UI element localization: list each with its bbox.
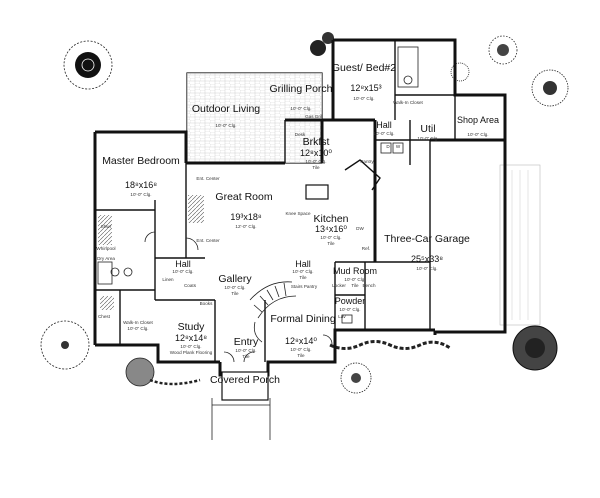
guest-bed-dims: 12⁸x15³ — [350, 83, 381, 93]
entry-label: Entry — [234, 336, 259, 348]
washer-label: W — [396, 144, 401, 149]
entry-floor: Tile — [242, 354, 250, 359]
mud-room-floor: Tile — [351, 283, 359, 288]
tree-icon — [488, 35, 518, 65]
formal-dining-dims: 12⁸x14⁰ — [285, 336, 317, 346]
bench-label: Bench — [362, 283, 375, 288]
kitchen-island — [305, 184, 329, 200]
interior-walls — [95, 40, 456, 362]
outdoor-living-ceiling: 10'-0" Clg. — [215, 123, 236, 128]
hall-left-label: Hall — [175, 259, 191, 269]
tree-icon — [531, 69, 569, 107]
master-bedroom-label: Master Bedroom — [102, 155, 180, 167]
gallery-floor: Tile — [231, 291, 239, 296]
covered-porch-label: Covered Porch — [210, 374, 280, 386]
hall-mid-ceiling: 10'-0" Clg. — [292, 269, 313, 274]
coats-label: Coats — [184, 283, 197, 288]
books-label: Books — [200, 301, 213, 306]
staircase — [249, 281, 297, 343]
formal-dining-label: Formal Dining — [270, 313, 336, 325]
tree-icon — [40, 320, 90, 370]
desk-label: Desk — [295, 132, 306, 137]
tree-icon — [63, 40, 113, 90]
great-room-label: Great Room — [215, 191, 272, 203]
master-closet-ceiling: 10'-0" Clg. — [127, 326, 148, 331]
shower-label: Shwr — [101, 224, 112, 229]
grilling-porch-ceiling: 10'-0" Clg. — [290, 106, 311, 111]
stairs-pantry-label: Stairs Pantry — [291, 284, 318, 289]
guest-bed-label: Guest/ Bed#2 — [332, 62, 396, 74]
pantry-label: Pantry — [360, 159, 374, 164]
ent-center-label-2: Ent. Center — [196, 238, 220, 243]
mud-room-label: Mud Room — [333, 266, 377, 276]
whirlpool-label: Whirlpool — [96, 246, 115, 251]
dw-label: DW — [356, 226, 364, 231]
study-dims: 12⁸x14⁸ — [175, 333, 207, 343]
powder-label: Powder — [335, 296, 366, 306]
kitchen-ceiling: 10'-0" Clg. — [320, 235, 341, 240]
master-bedroom-dims: 18⁸x16⁸ — [125, 180, 157, 190]
hall-mid-floor: Tile — [299, 275, 307, 280]
shop-area-label: Shop Area — [457, 115, 499, 125]
hall-upper-ceiling: 10'-0" Clg. — [373, 131, 394, 136]
fixture-outlines — [97, 46, 419, 324]
dry-area-label: Dry Area — [97, 256, 115, 261]
washer-dryer — [100, 296, 114, 310]
chest-label: Chest — [98, 314, 111, 319]
master-bedroom-ceiling: 10'-0" Clg. — [130, 192, 151, 197]
hall-mid-label: Hall — [295, 259, 311, 269]
guest-bed-ceiling: 10'-0" Clg. — [353, 96, 374, 101]
study-floor: Wood Plank Flooring — [170, 350, 213, 355]
whirlpool-tub — [98, 215, 112, 245]
ent-center-label: Ent. Center — [196, 176, 220, 181]
garage-dims: 25⁵x33⁸ — [411, 254, 443, 264]
formal-dining-floor: Tile — [297, 353, 305, 358]
knee-space-label: Knee Space — [285, 211, 310, 216]
powder-ceiling: 10'-0" Clg. — [339, 307, 360, 312]
guest-closet-label: Walk-In Closet — [393, 100, 423, 105]
shrub-icon — [125, 325, 558, 394]
ref-label: Ref. — [362, 246, 370, 251]
shop-area-ceiling: 10'-0" Clg. — [467, 132, 488, 137]
study-ceiling: 10'-0" Clg. — [180, 344, 201, 349]
brkfst-floor: Tile — [312, 165, 320, 170]
great-room-ceiling: 12'-0" Clg. — [235, 224, 256, 229]
door-swings — [144, 231, 333, 363]
garage-ceiling: 10'-0" Clg. — [416, 266, 437, 271]
study-label: Study — [178, 321, 206, 333]
util-ceiling: 10'-0" Clg. — [417, 136, 438, 141]
landscaping — [40, 32, 569, 394]
brkfst-dims: 12⁸x10⁰ — [300, 148, 332, 158]
dryer-label: D — [386, 144, 390, 149]
mud-room-ceiling: 10'-0" Clg. — [344, 277, 365, 282]
entry-ceiling: 10'-0" Clg. — [235, 348, 256, 353]
util-label: Util — [420, 123, 435, 135]
garage-label: Three-Car Garage — [384, 233, 470, 245]
front-walk — [211, 371, 271, 440]
formal-dining-ceiling: 10'-0" Clg. — [290, 347, 311, 352]
kitchen-floor: Tile — [327, 241, 335, 246]
outdoor-living-label: Outdoor Living — [192, 103, 260, 115]
great-room-dims: 19³x18⁸ — [230, 212, 262, 222]
locker-label: Locker — [332, 283, 346, 288]
brkfst-ceiling: 10'-0" Clg. — [305, 159, 326, 164]
linen-label: Linen — [162, 277, 174, 282]
shrub-icon — [310, 32, 470, 82]
gallery-label: Gallery — [218, 273, 252, 285]
hall-upper-label: Hall — [376, 120, 392, 130]
kitchen-label: Kitchen — [313, 213, 348, 225]
brkfst-label: Brkfst — [303, 136, 330, 148]
gas-grill-label: Gas Grill — [305, 114, 323, 119]
kitchen-dims: 13⁴x16⁰ — [315, 224, 347, 234]
gallery-ceiling: 10'-0" Clg. — [224, 285, 245, 290]
hall-left-ceiling: 10'-0" Clg. — [172, 269, 193, 274]
grilling-porch-label: Grilling Porch — [269, 83, 332, 95]
fireplace — [188, 195, 204, 223]
master-closet-label: Walk-In Closet — [123, 320, 153, 325]
